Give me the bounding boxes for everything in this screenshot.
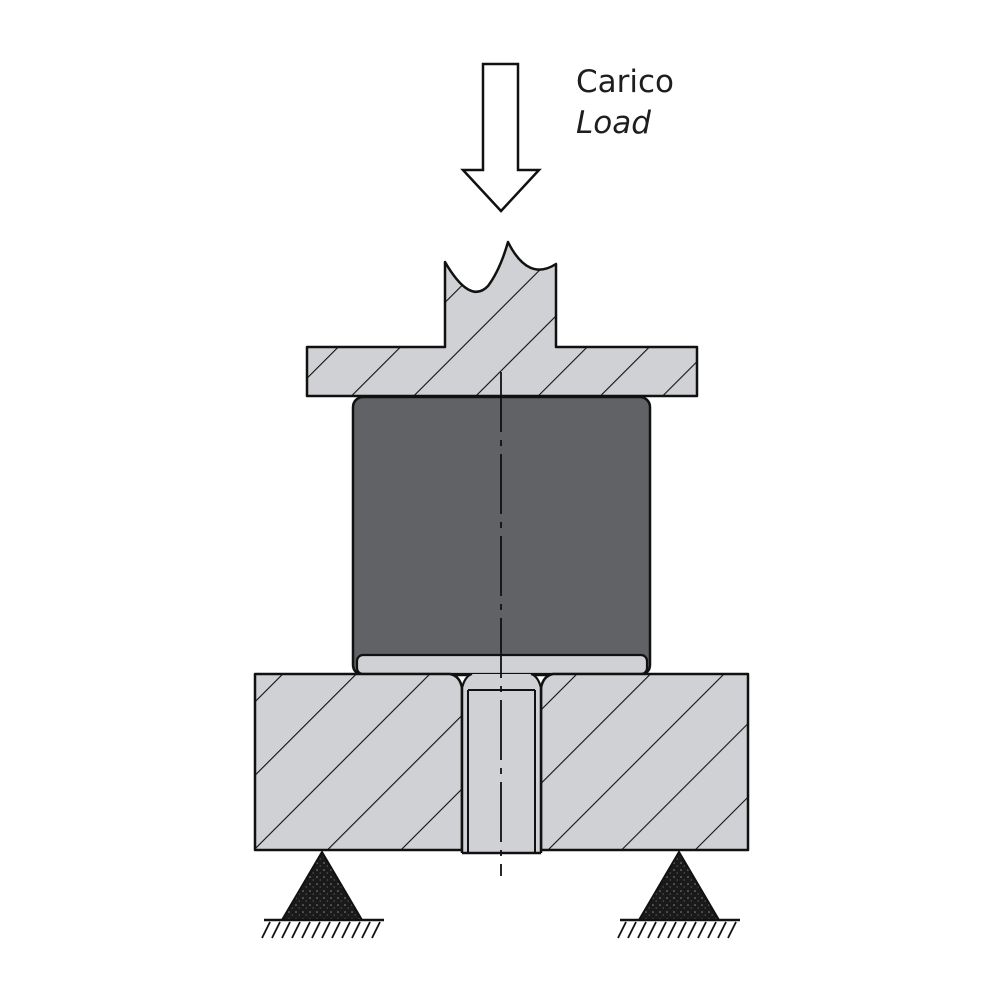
load-label-it: Carico (576, 64, 674, 100)
load-label-en: Load (576, 105, 651, 141)
left-support (261, 850, 384, 939)
right-support (617, 850, 740, 939)
top-loading-plate (305, 240, 699, 398)
bottom-plate (355, 653, 649, 676)
base-block-left (253, 672, 464, 852)
load-arrow-icon (460, 62, 542, 213)
base-block-right (539, 672, 750, 852)
